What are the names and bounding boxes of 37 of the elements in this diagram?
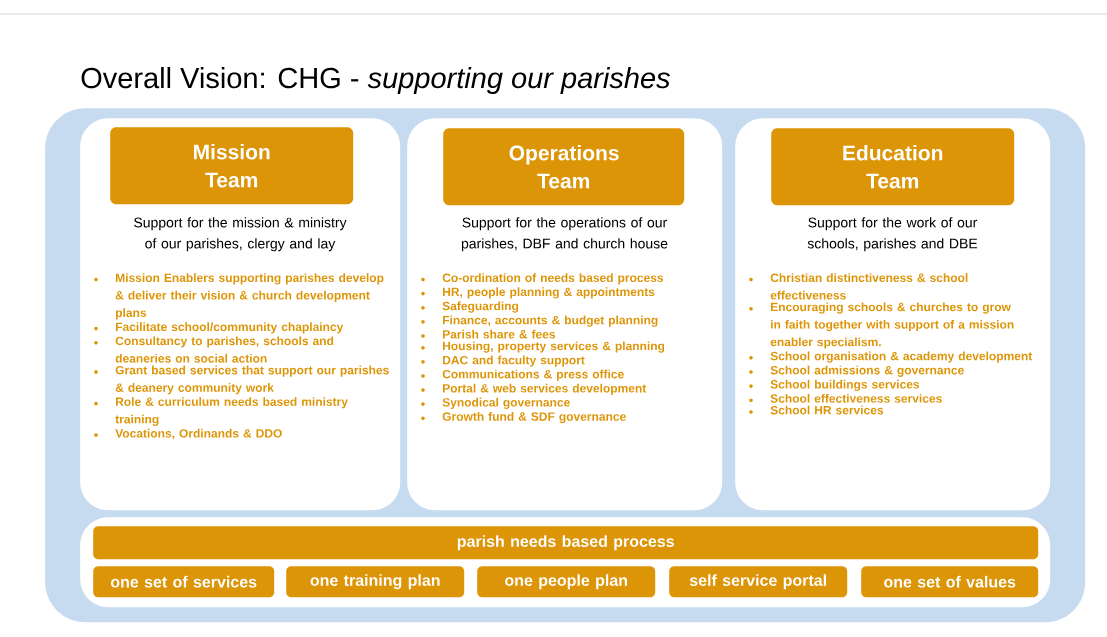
bullet-item: Housing, property services & planning [421, 341, 665, 353]
bullet-item: Parish share & fees [421, 329, 556, 339]
bullet-item: Portal & web services development [421, 383, 647, 395]
team-heading: Mission Team [110, 127, 354, 205]
bullet-item: Grant based services that support our parishes & deanery community work [94, 365, 389, 395]
bullet-item: Vocations, Ordinands & DDO [94, 428, 282, 440]
bullet-item: Finance, accounts & budget planning [421, 315, 658, 327]
bullet-item: Communications & press office [421, 369, 624, 381]
bullet-item: Facilitate school/community chaplaincy [94, 322, 344, 334]
bullet-item: School HR services [749, 405, 884, 415]
bullet-item: Mission Enablers supporting parishes develop & deliver their vision & church development plans [94, 273, 384, 320]
process-bar: one training plan [286, 566, 465, 598]
process-bar: one set of services [93, 566, 275, 598]
team-heading: Education Team [771, 128, 1015, 206]
bullet-item: Co-ordination of needs based process [421, 273, 664, 285]
bullet-item: Role & curriculum needs based ministry training [94, 397, 348, 426]
bullet-item: Christian distinctiveness & school effectiveness [749, 273, 968, 300]
bullet-item: HR, people planning & appointments [421, 287, 655, 299]
process-bar: self service portal [669, 566, 848, 598]
bullet-item: Synodical governance [421, 397, 570, 410]
description-text: Support for the mission & ministry of our parishes, clergy and lay [134, 217, 347, 252]
bullet-item: Consultancy to parishes, schools and deaneries on social action [94, 336, 334, 363]
process-bar: one set of values [861, 566, 1039, 598]
process-bar: one people plan [477, 566, 656, 598]
title: Overall Vision: CHG - supporting our parishes [81, 67, 670, 94]
description-text: Support for the work of our schools, parishes and DBE [807, 217, 978, 252]
process-bar: parish needs based process [93, 526, 1039, 560]
description-text: Support for the operations of our parishes, DBF and church house [461, 217, 668, 252]
bullet-item: School buildings services [749, 379, 920, 391]
bullet-item: School admissions & governance [749, 365, 964, 377]
bullet-item: Safeguarding [421, 301, 519, 313]
bullet-item: School organisation & academy development [749, 351, 1033, 363]
team-heading: Operations Team [443, 128, 685, 206]
bullet-item: DAC and faculty support [421, 355, 585, 367]
bullet-item: Encouraging schools & churches to grow in faith together with support of a mission enabler specialism. [749, 302, 1014, 349]
bullet-item: Growth fund & SDF governance [421, 411, 626, 424]
bullet-item: School effectiveness services [749, 393, 942, 403]
